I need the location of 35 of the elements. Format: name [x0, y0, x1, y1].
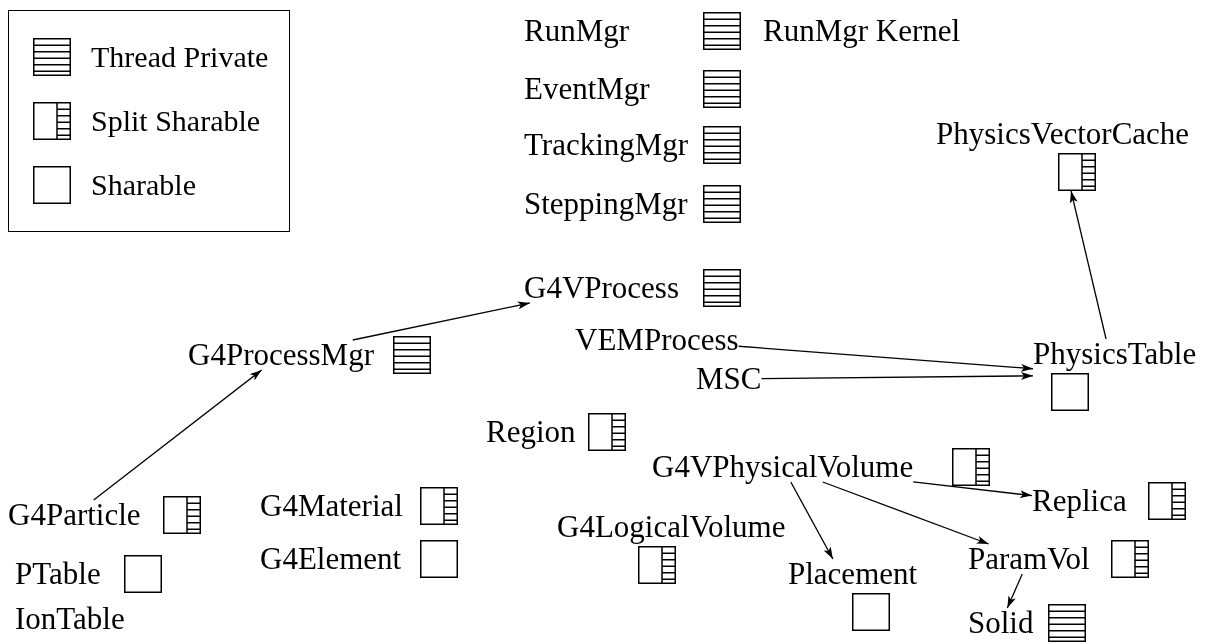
class-name: PhysicsVectorCache [936, 119, 1190, 149]
class-name: G4LogicalVolume [557, 512, 786, 542]
arrow [737, 345, 1034, 372]
arrow [1006, 573, 1023, 609]
legend-text: Thread Private [91, 42, 269, 72]
arrow [1069, 190, 1107, 340]
class-name: Placement [788, 559, 918, 589]
class-name: G4Particle [8, 500, 141, 530]
class-name: Region [486, 417, 576, 447]
class-name: VEMProcess [575, 325, 739, 355]
class-name: G4VProcess [524, 273, 679, 303]
class-name: Replica [1032, 486, 1127, 516]
class-name: PTable [15, 559, 101, 589]
class-name: G4Material [260, 491, 403, 521]
arrow [790, 481, 834, 560]
legend-text: Split Sharable [91, 106, 261, 136]
class-name: RunMgr [524, 16, 630, 46]
class-name: SteppingMgr [524, 189, 688, 219]
arrow [352, 301, 531, 341]
class-name: G4Element [260, 544, 402, 574]
class-name: G4ProcessMgr [188, 340, 374, 370]
class-name: IonTable [15, 604, 125, 634]
class-name: ParamVol [968, 544, 1090, 574]
class-name: MSC [696, 364, 762, 394]
kernel-label: RunMgr Kernel [763, 16, 961, 46]
class-name: G4VPhysicalVolume [652, 452, 914, 482]
legend-text: Sharable [91, 170, 196, 200]
class-name: TrackingMgr [524, 130, 689, 160]
class-name: PhysicsTable [1033, 339, 1197, 369]
class-name: EventMgr [524, 74, 650, 104]
arrow [822, 481, 990, 545]
arrow [760, 371, 1034, 380]
arrow [912, 481, 1033, 499]
class-name: Solid [968, 608, 1034, 638]
arrow [93, 369, 263, 501]
